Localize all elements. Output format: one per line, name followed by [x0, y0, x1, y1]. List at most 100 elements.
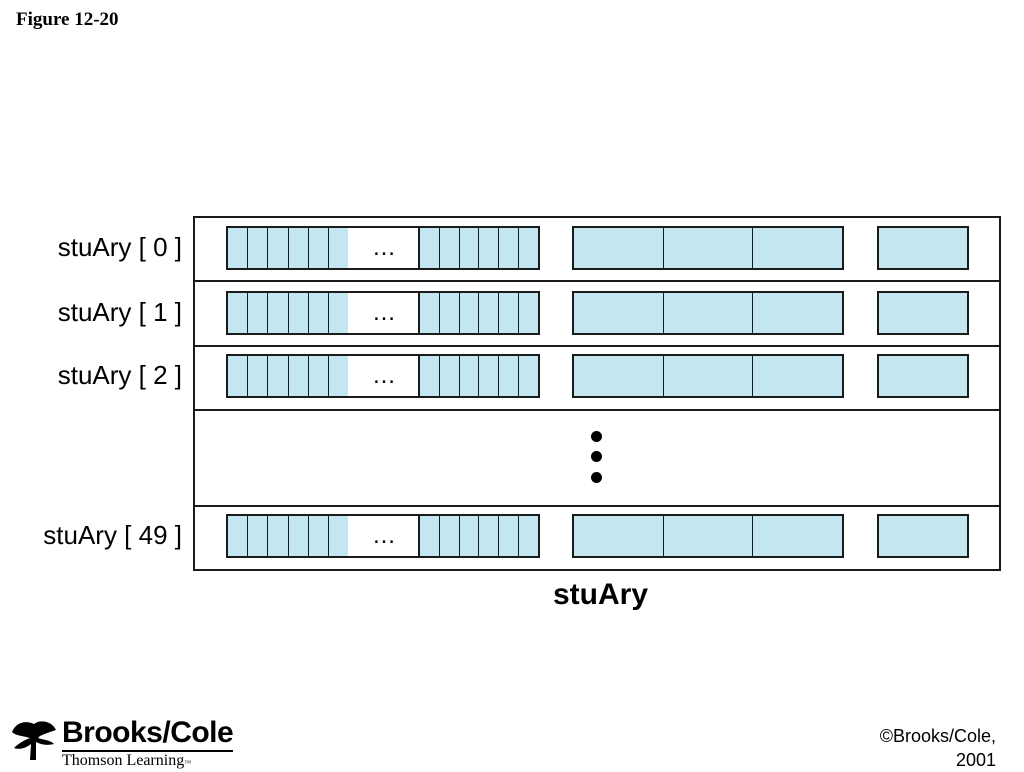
field-cell	[879, 293, 967, 333]
field-cell	[420, 293, 440, 333]
field-cell	[519, 293, 538, 333]
publisher-logo: Brooks/Cole Thomson Learning™	[10, 718, 234, 771]
field-cell	[574, 516, 664, 556]
field-cell	[460, 228, 480, 268]
char-array-ellipsis: …	[348, 291, 420, 335]
field-cell	[753, 228, 842, 268]
field-cell	[664, 356, 754, 396]
field-cell	[268, 293, 289, 333]
char-array-ellipsis: …	[348, 514, 420, 558]
field-cell	[519, 356, 538, 396]
continuation-dot	[591, 431, 602, 442]
field-cell	[309, 293, 329, 333]
figure-title: Figure 12-20	[16, 9, 119, 30]
field-cell	[499, 516, 520, 556]
copyright-year: 2001	[955, 750, 996, 770]
copyright-notice: ©Brooks/Cole, 2001	[880, 724, 996, 772]
numeric-fields	[572, 514, 844, 558]
field-cell	[879, 356, 967, 396]
field-cell	[753, 293, 842, 333]
field-cell	[248, 228, 269, 268]
copyright-line: ©Brooks/Cole,	[879, 726, 996, 746]
row-divider	[193, 505, 1001, 507]
field-cell	[440, 356, 460, 396]
field-cell	[329, 356, 348, 396]
field-cell	[479, 356, 500, 396]
field-cell	[248, 356, 269, 396]
diagram-caption: stuAry	[553, 578, 649, 611]
field-cell	[289, 356, 309, 396]
field-cell	[499, 293, 520, 333]
last-field	[877, 226, 969, 270]
numeric-fields	[572, 354, 844, 398]
field-cell	[460, 516, 480, 556]
field-cell	[268, 356, 289, 396]
field-cell	[879, 516, 967, 556]
field-cell	[289, 516, 309, 556]
numeric-fields	[572, 226, 844, 270]
field-cell	[228, 293, 249, 333]
field-cell	[664, 293, 754, 333]
field-cell	[479, 293, 500, 333]
field-cell	[574, 228, 664, 268]
field-cell	[268, 516, 289, 556]
field-cell	[479, 228, 500, 268]
field-cell	[499, 356, 520, 396]
field-cell	[519, 516, 538, 556]
field-cell	[309, 516, 329, 556]
char-array-start	[226, 354, 350, 398]
char-array-end	[418, 226, 540, 270]
tree-icon	[12, 721, 56, 760]
field-cell	[248, 516, 269, 556]
field-cell	[664, 228, 754, 268]
field-cell	[664, 516, 754, 556]
field-cell	[440, 293, 460, 333]
field-cell	[228, 228, 249, 268]
char-array-start	[226, 226, 350, 270]
field-cell	[289, 228, 309, 268]
char-array-end	[418, 291, 540, 335]
field-cell	[309, 228, 329, 268]
char-array-start	[226, 514, 350, 558]
numeric-fields	[572, 291, 844, 335]
field-cell	[268, 228, 289, 268]
trademark: ™	[184, 759, 192, 767]
field-cell	[420, 356, 440, 396]
field-cell	[479, 516, 500, 556]
row-label: stuAry [ 49 ]	[43, 520, 182, 550]
array-frame	[193, 216, 1001, 571]
row-label: stuAry [ 2 ]	[57, 360, 182, 390]
field-cell	[248, 293, 269, 333]
last-field	[877, 514, 969, 558]
char-array-ellipsis: …	[348, 354, 420, 398]
field-cell	[309, 356, 329, 396]
continuation-dot	[591, 451, 602, 462]
field-cell	[228, 356, 249, 396]
logo-subtitle: Thomson Learning	[62, 752, 185, 769]
row-label: stuAry [ 0 ]	[57, 232, 182, 262]
row-divider	[193, 280, 1001, 282]
row-label: stuAry [ 1 ]	[57, 297, 182, 327]
field-cell	[753, 516, 842, 556]
field-cell	[440, 516, 460, 556]
field-cell	[460, 293, 480, 333]
last-field	[877, 291, 969, 335]
field-cell	[420, 228, 440, 268]
field-cell	[574, 356, 664, 396]
field-cell	[753, 356, 842, 396]
field-cell	[420, 516, 440, 556]
field-cell	[574, 293, 664, 333]
char-array-ellipsis: …	[348, 226, 420, 270]
last-field	[877, 354, 969, 398]
row-divider	[193, 345, 1001, 347]
field-cell	[460, 356, 480, 396]
field-cell	[440, 228, 460, 268]
field-cell	[519, 228, 538, 268]
field-cell	[289, 293, 309, 333]
field-cell	[228, 516, 249, 556]
char-array-end	[418, 354, 540, 398]
row-divider	[193, 409, 1001, 411]
field-cell	[499, 228, 520, 268]
field-cell	[329, 516, 348, 556]
char-array-end	[418, 514, 540, 558]
